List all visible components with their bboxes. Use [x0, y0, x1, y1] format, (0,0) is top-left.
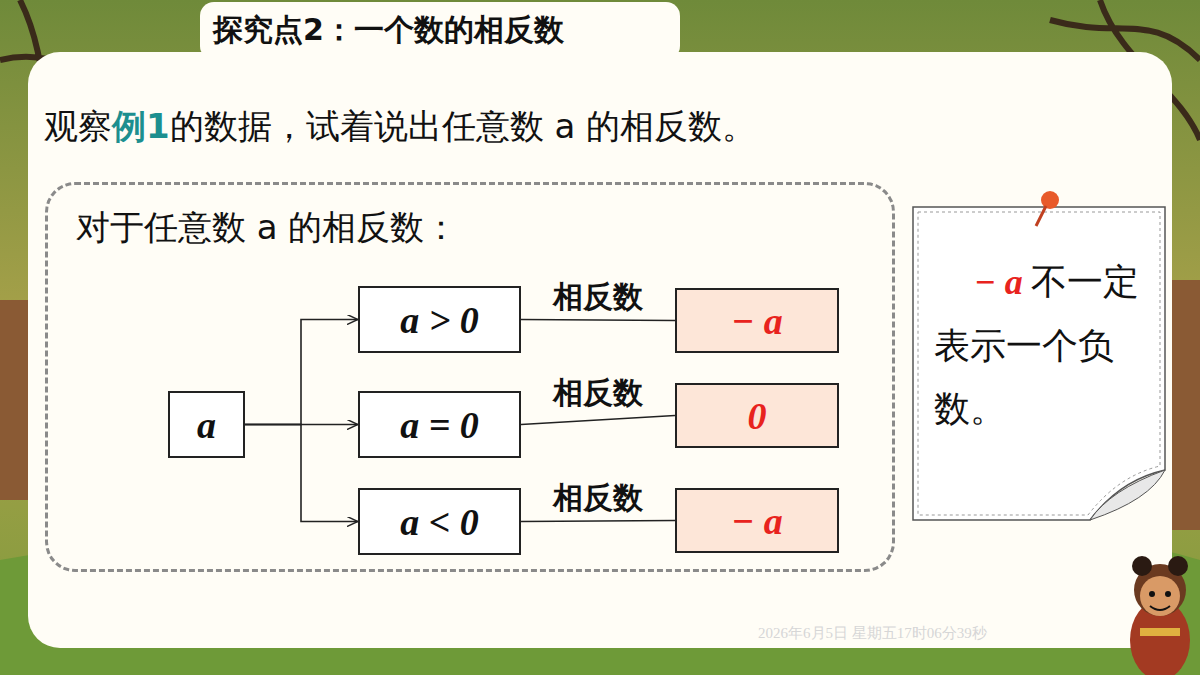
- intro-text: 观察: [44, 106, 112, 146]
- watermark: 2026年6月5日 星期五17时06分39秒: [758, 624, 987, 643]
- intro-text: 例1: [112, 106, 170, 146]
- dashed-group: 对于任意数 a 的相反数： a a > 0 − a a = 0 0 a < 0 − a: [45, 182, 895, 572]
- math-text: a > 0: [400, 298, 479, 342]
- group-heading: 对于任意数 a 的相反数：: [76, 205, 458, 251]
- slide-title: 探究点2：一个数的相反数: [213, 10, 564, 51]
- edge-label: 相反数: [553, 277, 643, 318]
- math-text: − a: [731, 299, 783, 343]
- result-box: − a: [675, 488, 839, 553]
- sticky-note: [913, 191, 1165, 520]
- math-text: a: [197, 403, 216, 447]
- condition-box: a > 0: [358, 286, 521, 353]
- connector: [521, 521, 675, 522]
- connector: [521, 416, 675, 425]
- condition-box: a: [168, 391, 245, 458]
- note-symbol: − a: [974, 262, 1023, 302]
- connector: [245, 320, 358, 425]
- cartoon-character: [1130, 556, 1190, 675]
- condition-box: a < 0: [358, 488, 521, 555]
- connector: [245, 425, 358, 522]
- result-box: − a: [675, 288, 839, 353]
- result-box: 0: [675, 383, 839, 448]
- math-text: a < 0: [400, 500, 479, 544]
- condition-box: a = 0: [358, 391, 521, 458]
- intro-line: 观察例1的数据，试着说出任意数 a 的相反数。: [44, 104, 756, 150]
- edge-label: 相反数: [553, 373, 643, 414]
- note-body: 不一定表示一个负数。: [934, 261, 1139, 429]
- math-text: − a: [731, 499, 783, 543]
- intro-text: 的数据，试着说出任意数 a 的相反数。: [170, 106, 756, 146]
- math-text: 0: [748, 394, 767, 438]
- connector: [521, 320, 675, 321]
- note-text: − a不一定表示一个负数。: [930, 250, 1155, 460]
- math-text: a = 0: [400, 403, 479, 447]
- edge-label: 相反数: [553, 478, 643, 519]
- connector: [245, 424, 358, 426]
